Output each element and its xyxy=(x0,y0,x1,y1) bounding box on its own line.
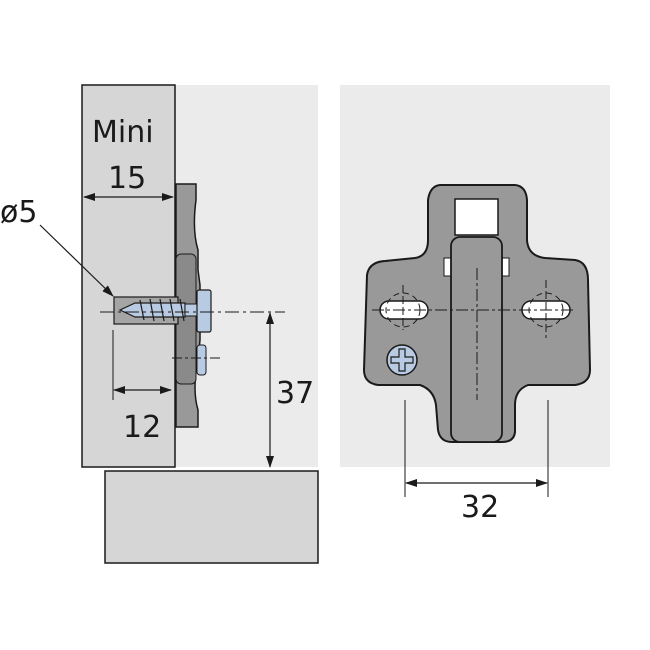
plate-window xyxy=(454,198,499,236)
plate-slot-left-small xyxy=(443,257,452,277)
diameter-leader-line xyxy=(39,224,114,297)
label-37: 37 xyxy=(276,376,314,411)
adjust-screw-head xyxy=(196,344,207,376)
side-board xyxy=(81,84,176,468)
plate-slot-right-small xyxy=(501,257,510,277)
label-diameter: ø5 xyxy=(0,195,37,230)
screw-shank xyxy=(184,303,198,317)
label-mini: Mini xyxy=(92,115,154,150)
plate-recess xyxy=(175,253,197,385)
label-12: 12 xyxy=(123,410,161,445)
front-view: 32 xyxy=(340,85,610,525)
side-view: Mini 15 ø5 12 37 xyxy=(0,84,319,564)
label-32: 32 xyxy=(461,490,499,525)
phillips-cross-icon xyxy=(390,348,414,372)
screw-head xyxy=(196,289,212,333)
door-panel xyxy=(104,470,319,564)
phillips-screw xyxy=(386,344,418,376)
label-15: 15 xyxy=(108,161,146,196)
